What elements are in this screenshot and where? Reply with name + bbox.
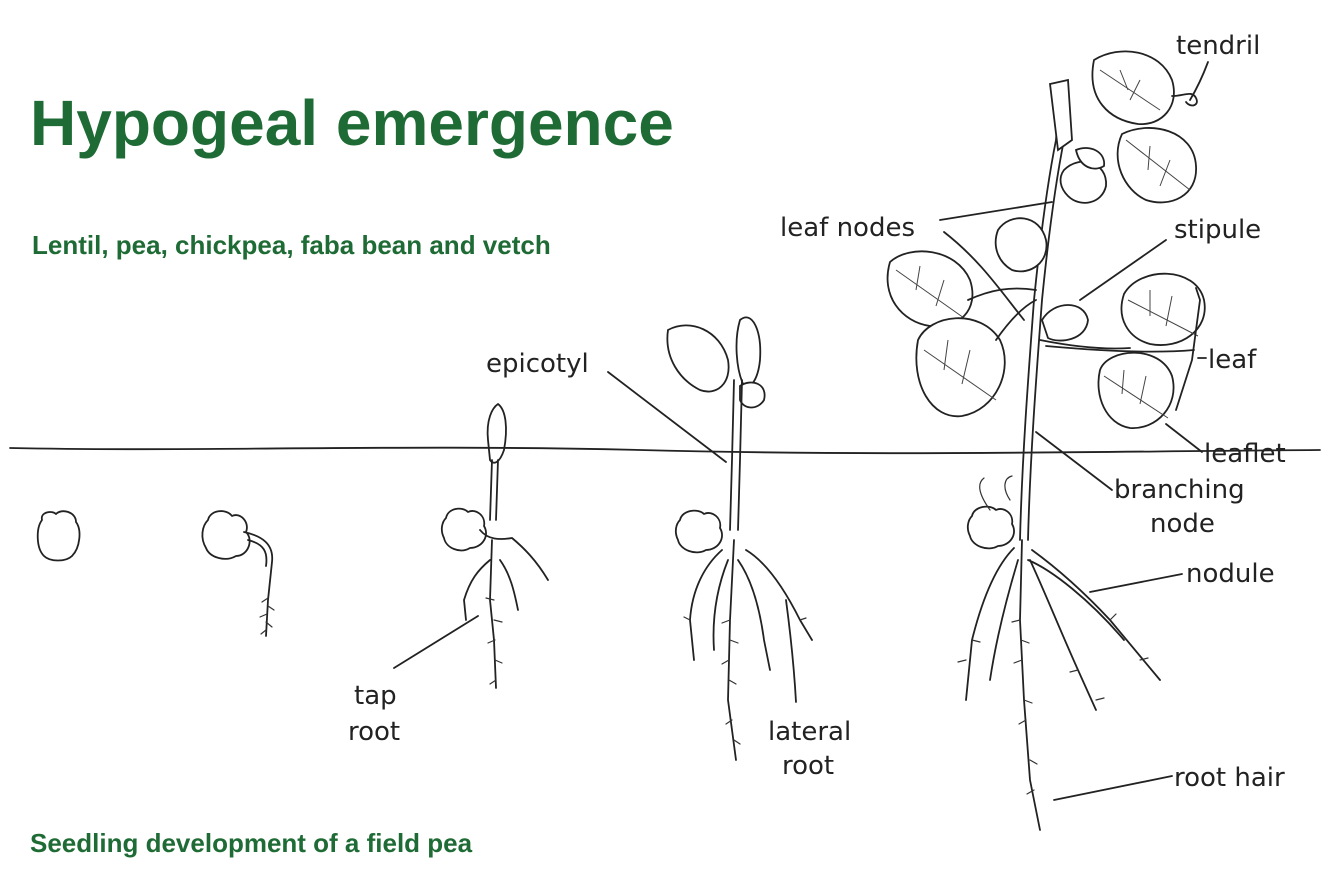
label-leaflet: leaflet — [1204, 439, 1286, 469]
label-node: node — [1150, 509, 1215, 539]
soil-line — [10, 448, 1320, 453]
label-nodule: nodule — [1186, 559, 1275, 589]
label-tap: tap — [354, 681, 397, 711]
leader-leaflet — [1166, 424, 1202, 452]
label-branching: branching — [1114, 475, 1245, 505]
leader-branching-node — [1036, 432, 1112, 490]
label-leaf: leaf — [1208, 345, 1257, 375]
leader-root-hair — [1054, 776, 1172, 800]
label-stipule: stipule — [1174, 215, 1261, 245]
label-tendril: tendril — [1176, 31, 1260, 61]
stage-4-seedling — [667, 317, 812, 760]
label-lateral-root: root — [782, 751, 834, 781]
stage-2-seed — [202, 511, 274, 636]
label-leaf-nodes: leaf nodes — [780, 213, 915, 243]
label-tap-root: root — [348, 717, 400, 747]
leader-lateral-root — [786, 600, 796, 702]
stage-1-seed — [38, 511, 80, 560]
label-epicotyl: epicotyl — [486, 349, 589, 379]
leader-leaf-nodes-1 — [940, 202, 1052, 220]
label-lateral: lateral — [768, 717, 851, 747]
leader-nodule — [1090, 574, 1182, 592]
leader-tap-root — [394, 616, 478, 668]
label-root-hair: root hair — [1174, 763, 1285, 793]
leader-tendril — [1190, 62, 1208, 100]
stage-3-seedling — [442, 404, 548, 688]
